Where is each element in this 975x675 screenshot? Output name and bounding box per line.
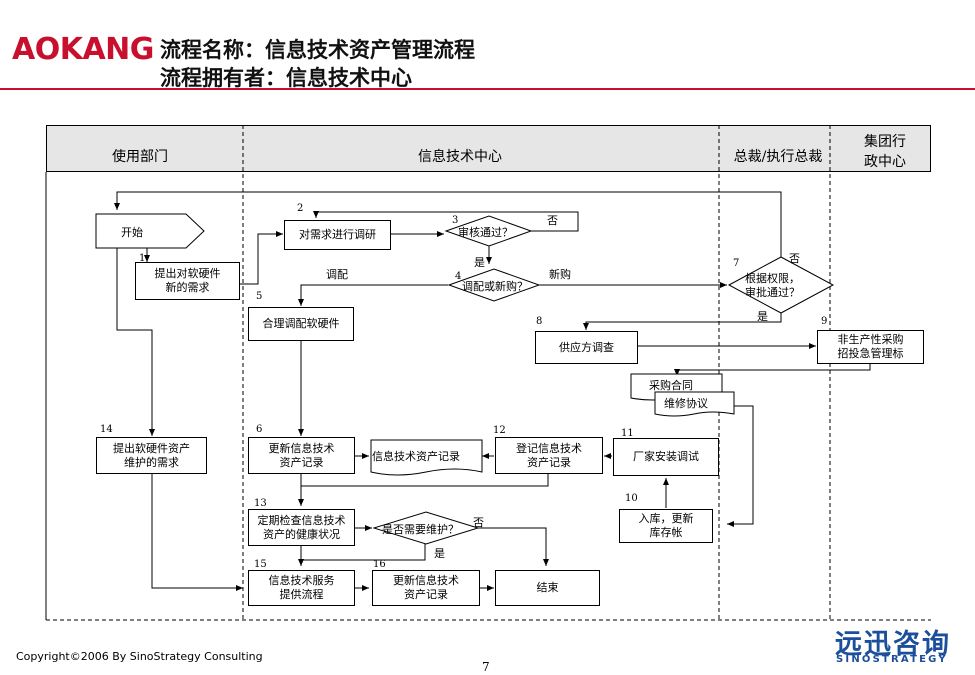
node-2-research-need: 对需求进行调研	[284, 220, 391, 250]
node-end: 结束	[495, 570, 600, 606]
step-number: 14	[100, 424, 113, 435]
node-5-allocate-hardware: 合理调配软硬件	[248, 307, 354, 341]
node-15-service-process: 信息技术服务 提供流程	[248, 570, 355, 606]
step-number: 13	[254, 498, 267, 509]
process-owner-title: 流程拥有者：信息技术中心	[160, 66, 412, 90]
step-number: 12	[493, 425, 506, 436]
header-divider	[0, 88, 975, 90]
step-number: 3	[452, 215, 459, 226]
lane-group-admin: 集团行 政中心	[864, 134, 906, 170]
step-number: 4	[455, 271, 462, 282]
doc-maintenance-agreement: 维修协议	[664, 397, 708, 410]
edge-label-no: 否	[473, 516, 484, 529]
lane-president: 总裁/执行总裁	[733, 149, 823, 165]
step-number: 1	[139, 253, 146, 264]
edge-label-allocate: 调配	[326, 268, 348, 281]
process-name-title: 流程名称：信息技术资产管理流程	[160, 38, 475, 62]
step-number: 2	[297, 203, 304, 214]
doc-it-asset-record: 信息技术资产记录	[372, 450, 460, 463]
node-14-maintenance-need: 提出软硬件资产 维护的需求	[96, 437, 207, 474]
node-1-propose-need: 提出对软硬件 新的需求	[135, 262, 240, 300]
node-9-procurement-bidding: 非生产性采购 招投急管理标	[817, 330, 924, 364]
step-number: 9	[821, 316, 828, 327]
edge-label-yes: 是	[757, 310, 768, 323]
node-16-update-record: 更新信息技术 资产记录	[372, 570, 480, 606]
step-number: 6	[256, 424, 263, 435]
step-number: 11	[621, 428, 634, 439]
edge-label-no: 否	[547, 214, 558, 227]
lane-it-center: 信息技术中心	[418, 149, 502, 165]
step-number: 5	[256, 291, 263, 302]
copyright-text: Copyright©2006 By SinoStrategy Consultin…	[16, 650, 263, 663]
edge-label-yes: 是	[434, 547, 445, 560]
page-number: 7	[482, 660, 490, 674]
node-11-vendor-install: 厂家安装调试	[613, 438, 719, 476]
node-13-health-check: 定期检查信息技术 资产的健康状况	[248, 509, 355, 546]
aokang-logo: AOKANG	[12, 32, 154, 67]
node-3-approval: 审核通过？	[458, 226, 513, 239]
step-number: 10	[625, 493, 638, 504]
node-need-maintenance: 是否需要维护？	[382, 523, 459, 536]
node-6-update-record: 更新信息技术 资产记录	[248, 437, 355, 474]
node-8-supplier-survey: 供应方调查	[535, 331, 638, 364]
edge-label-no: 否	[789, 252, 800, 265]
edge-label-new-purchase: 新购	[549, 268, 571, 281]
node-7-authority-approval: 根据权限， 审批通过？	[745, 272, 800, 299]
sinostrategy-logo-cn: 远迅咨询	[835, 629, 951, 660]
node-10-stock-in: 入库，更新 库存帐	[619, 509, 713, 543]
step-number: 7	[733, 258, 740, 269]
node-12-register-record: 登记信息技术 资产记录	[495, 437, 603, 474]
node-start: 开始	[121, 226, 143, 239]
lane-user-dept: 使用部门	[112, 149, 168, 165]
step-number: 15	[254, 559, 267, 570]
edge-label-yes: 是	[474, 256, 485, 269]
doc-purchase-contract: 采购合同	[649, 379, 693, 392]
node-4-allocate-or-buy: 调配或新购？	[462, 280, 528, 293]
sinostrategy-logo-en: SINOSTRATEGY	[836, 654, 948, 665]
step-number: 8	[536, 316, 543, 327]
swimlane-header	[46, 125, 931, 172]
step-number: 16	[373, 559, 386, 570]
